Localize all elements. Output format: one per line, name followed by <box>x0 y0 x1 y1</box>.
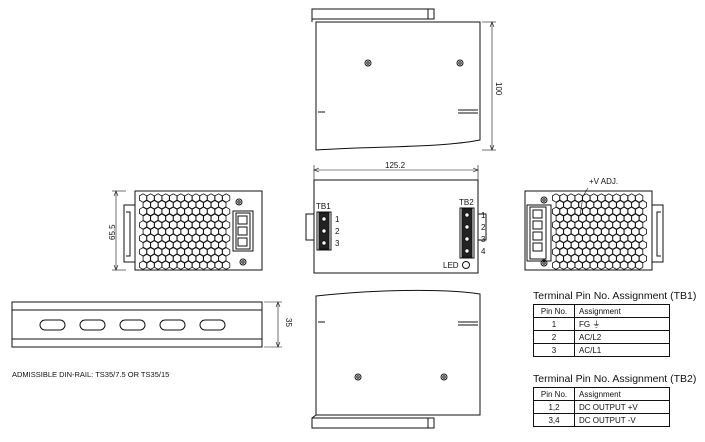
vent-hole <box>574 260 583 270</box>
right-side-view <box>524 187 664 271</box>
table-header-row: Pin No. Assignment <box>533 304 670 318</box>
table-row: 2 AC/L2 <box>533 330 670 344</box>
vent-hole <box>552 260 560 270</box>
depth-dimension: 65.5 <box>108 224 117 240</box>
vent-hole <box>222 260 231 270</box>
vent-hole <box>222 193 231 203</box>
header-assignment: Assignment <box>574 387 670 401</box>
tb2-pin-3: 3 <box>481 235 486 244</box>
vent-hole <box>214 260 223 270</box>
vent-hole <box>218 240 227 250</box>
led-label: LED <box>443 261 459 270</box>
vent-hole <box>199 260 208 270</box>
tb2-pin-4: 4 <box>481 247 486 256</box>
vent-hole <box>169 260 178 270</box>
pin-no: 1,2 <box>533 400 575 414</box>
table-row: 3 AC/L1 <box>533 343 670 357</box>
tb1-pin-3: 3 <box>335 239 340 248</box>
vent-hole <box>184 260 193 270</box>
din-rail-note: ADMISSIBLE DIN-RAIL: TS35/7.5 OR TS35/15 <box>12 370 170 379</box>
table-row: 3,4 DC OUTPUT -V <box>533 413 670 427</box>
tb2-pin-table: Pin No. Assignment 1,2 DC OUTPUT +V 3,4 … <box>533 387 670 427</box>
led-indicator <box>462 261 470 269</box>
rail-dimension: 35 <box>284 318 293 327</box>
vadj-label: +V ADJ. <box>589 177 619 186</box>
assignment: DC OUTPUT -V <box>574 413 670 427</box>
tb1-pin-table: Pin No. Assignment 1 FG ⏚ 2 AC/L2 3 AC/L… <box>533 304 670 357</box>
vent-hole <box>597 260 606 270</box>
vent-hole <box>222 247 231 257</box>
header-assignment: Assignment <box>574 304 670 318</box>
vent-hole <box>638 240 647 250</box>
vent-hole <box>222 233 231 243</box>
assignment: FG ⏚ <box>574 317 670 331</box>
vent-hole <box>567 260 576 270</box>
top-view <box>311 8 496 151</box>
vent-hole <box>176 260 185 270</box>
tb2-pin-2: 2 <box>481 223 486 232</box>
vent-hole <box>191 260 200 270</box>
vent-hole <box>589 260 598 270</box>
vent-hole <box>139 260 147 270</box>
assignment: DC OUTPUT +V <box>574 400 670 414</box>
table-header-row: Pin No. Assignment <box>533 387 670 401</box>
vent-hole <box>161 260 170 270</box>
left-side-view <box>112 190 263 271</box>
vent-hole <box>207 260 216 270</box>
vent-hole <box>635 260 644 270</box>
pin-no: 2 <box>533 330 575 344</box>
header-pin-no: Pin No. <box>533 304 575 318</box>
height-dimension: 100 <box>494 82 503 96</box>
pin-no: 1 <box>533 317 575 331</box>
front-view <box>305 165 487 274</box>
assignment: AC/L2 <box>574 330 670 344</box>
tb2-pin-1: 1 <box>481 211 486 220</box>
table-row: 1,2 DC OUTPUT +V <box>533 400 670 414</box>
pin-no: 3,4 <box>533 413 575 427</box>
vent-hole <box>604 260 613 270</box>
tb2-table-title: Terminal Pin No. Assignment (TB2) <box>533 373 697 385</box>
vent-hole <box>154 260 163 270</box>
din-rail <box>11 301 282 348</box>
screw-hole <box>364 59 372 67</box>
vent-hole <box>620 260 629 270</box>
tb1-label: TB1 <box>316 202 331 211</box>
vent-hole <box>582 260 591 270</box>
tb1-pin-1: 1 <box>335 215 340 224</box>
assignment: AC/L1 <box>574 343 670 357</box>
vent-hole <box>612 260 621 270</box>
table-row: 1 FG ⏚ <box>533 317 670 331</box>
vent-hole <box>635 206 644 217</box>
pin-no: 3 <box>533 343 575 357</box>
tb1-pin-2: 2 <box>335 227 340 236</box>
vent-hole <box>559 260 568 270</box>
screw-hole <box>456 59 464 67</box>
vent-hole <box>222 206 231 217</box>
vent-hole <box>222 220 231 230</box>
vent-hole <box>627 260 636 270</box>
width-dimension: 125.2 <box>385 161 406 170</box>
header-pin-no: Pin No. <box>533 387 575 401</box>
tb2-label: TB2 <box>459 198 474 207</box>
tb1-table-title: Terminal Pin No. Assignment (TB1) <box>533 290 697 302</box>
bottom-view <box>311 289 481 429</box>
vent-hole <box>146 260 155 270</box>
